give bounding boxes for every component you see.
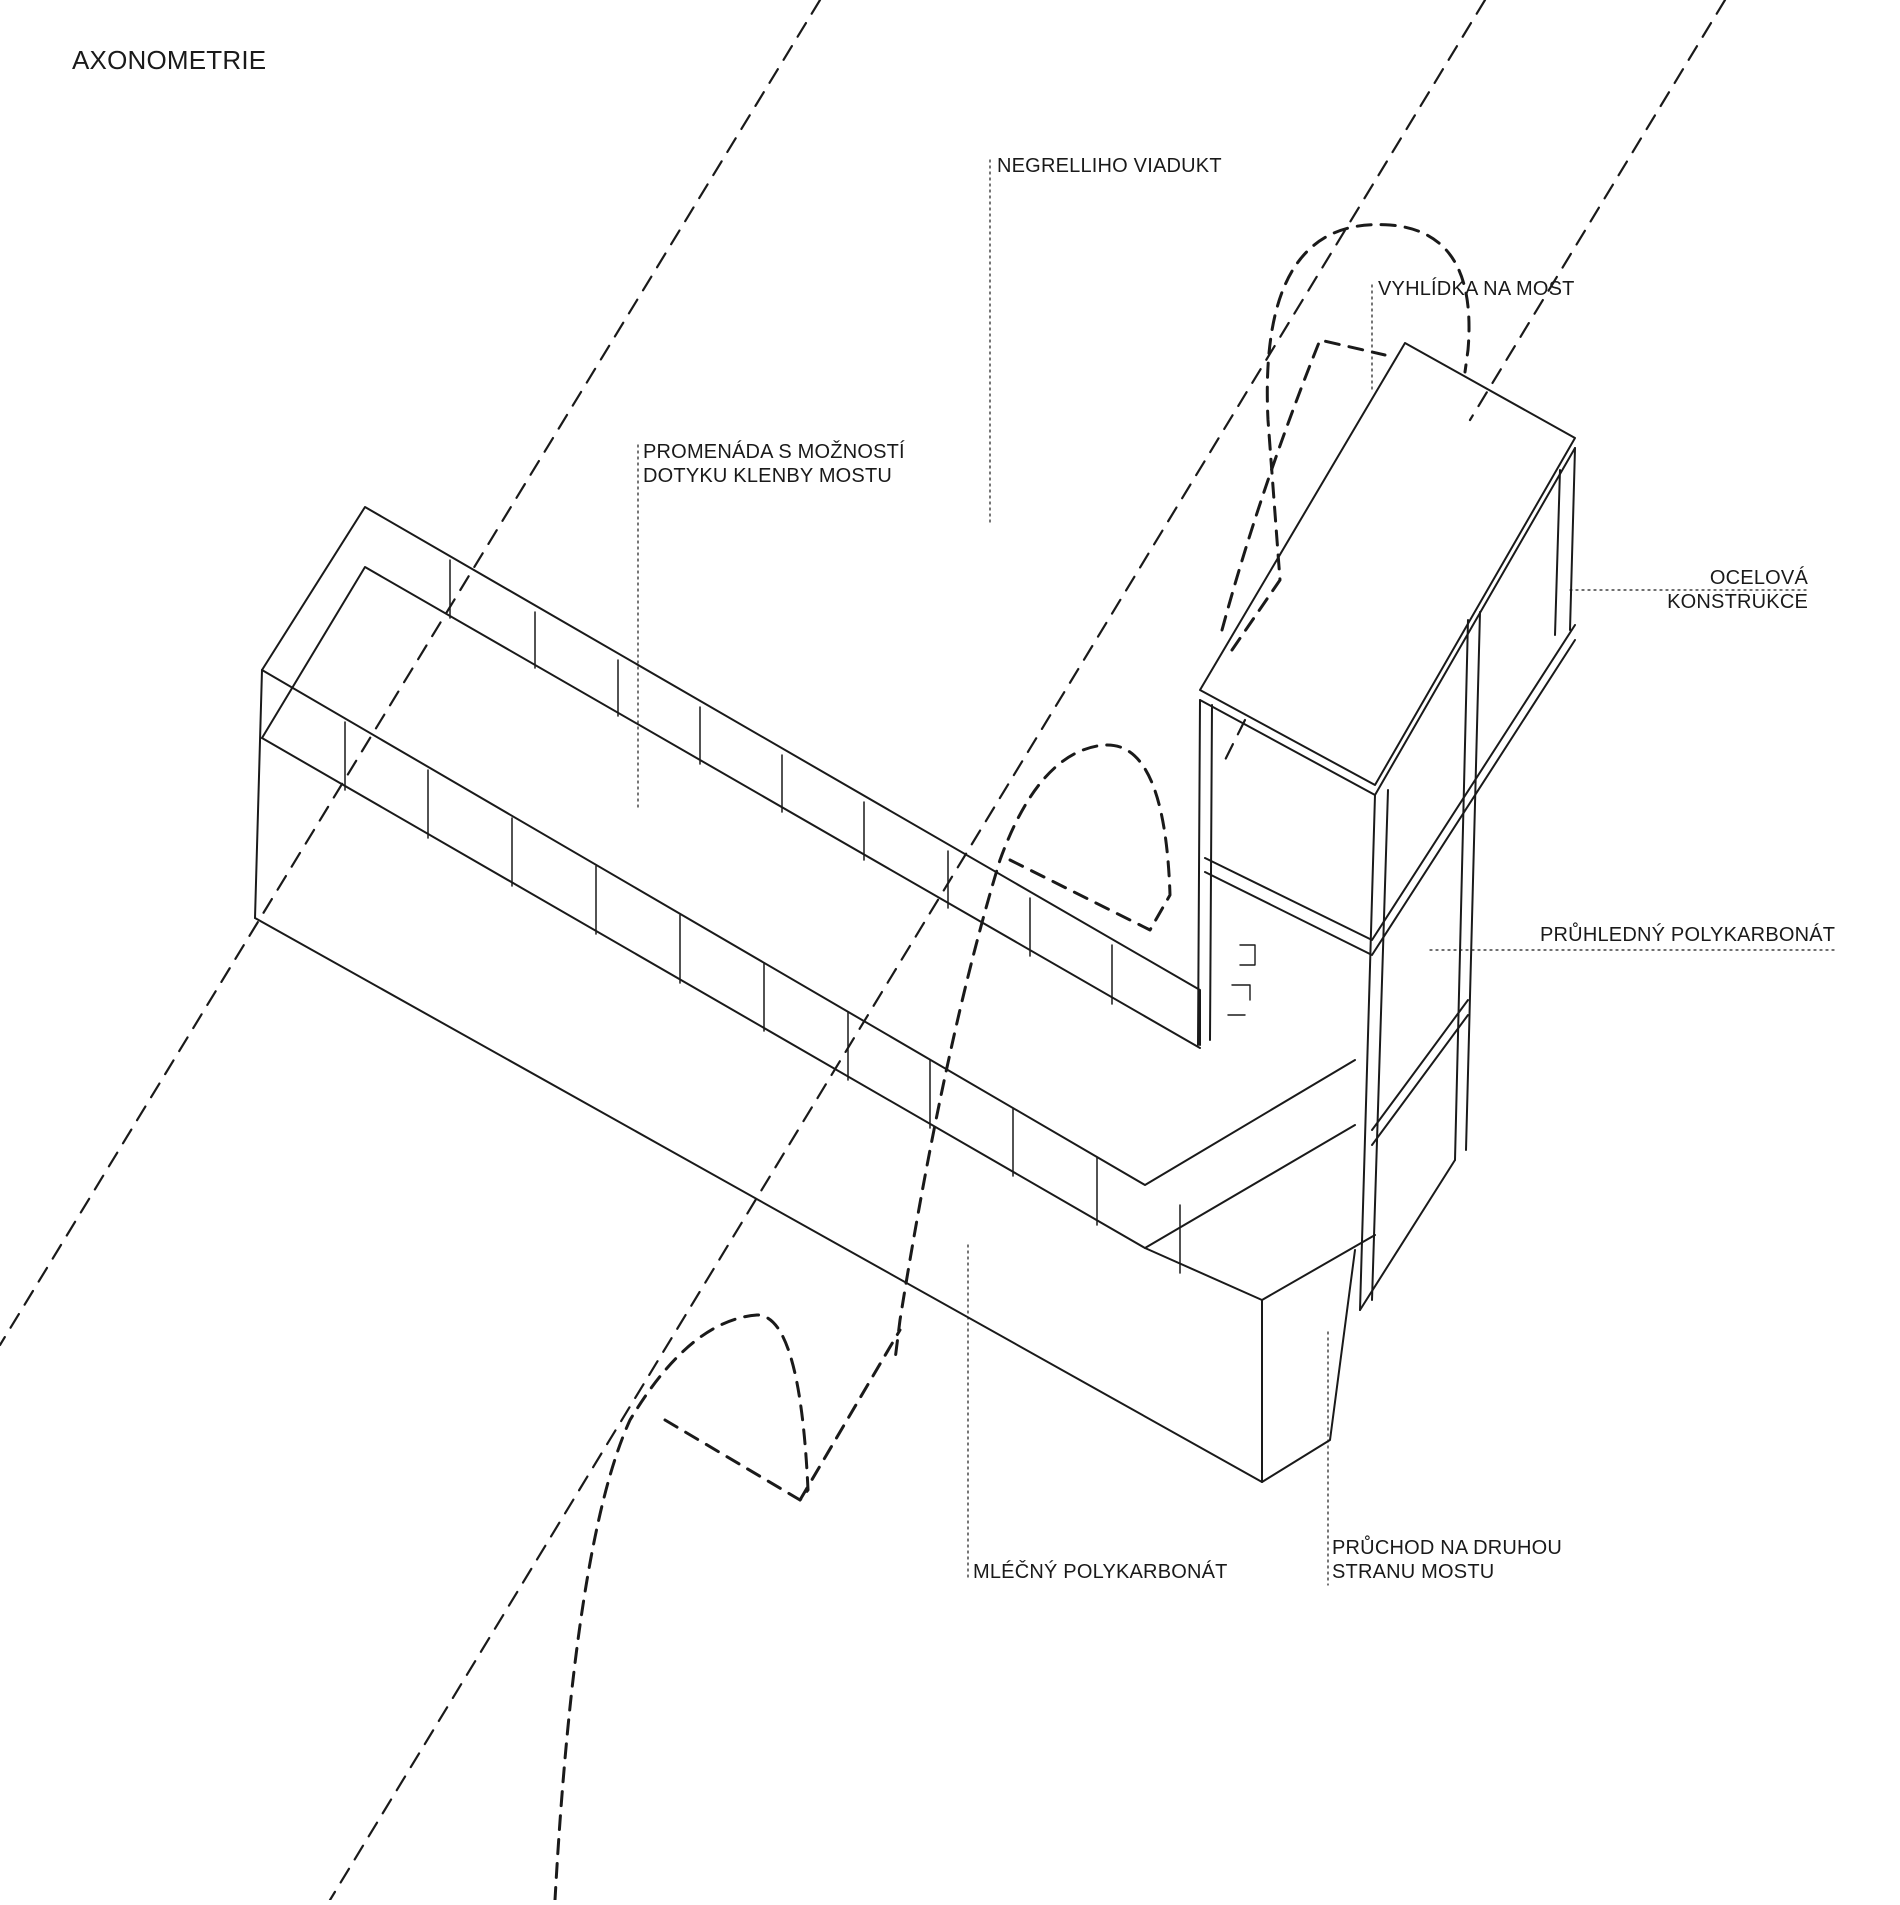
label-steel: OCELOVÁ KONSTRUKCE [1600,566,1808,614]
promenade-front-rail [261,737,1356,1249]
arch-upper-left [1220,338,1387,632]
tower-volume [1197,342,1576,1311]
label-milky-polycarbonate: MLÉČNÝ POLYKARBONÁT [973,1561,1228,1583]
viaduct-outline [0,0,1727,1902]
viaduct-arches [553,223,1471,1902]
label-promenade-line1: PROMENÁDA S MOŽNOSTÍ [643,441,905,463]
promenade-right-face [1261,1249,1356,1483]
viaduct-edge-left [0,0,822,1347]
tower-back-right [1554,447,1576,636]
tower-roof [1199,342,1576,786]
viaduct-edge-mid [328,0,1487,1902]
promenade-front-top [261,669,1356,1186]
arch-upper [1230,223,1471,652]
promenade-top-inner [261,566,1201,1049]
label-passage-line1: PRŮCHOD NA DRUHOU [1332,1537,1563,1559]
arch-lower [553,1313,810,1902]
drawing-title: AXONOMETRIE [72,45,267,75]
arch-middle [893,743,1172,1362]
label-steel-line2: KONSTRUKCE [1667,591,1808,613]
label-passage-line2: STRANU MOSTU [1332,1561,1495,1583]
tower-base [1359,1159,1456,1311]
rail-posts-front [344,721,1181,1274]
tower-front-mid [1359,789,1389,1311]
tower-front-right [1454,611,1481,1161]
label-viaduct: NEGRELLIHO VIADUKT [997,155,1222,177]
tower-floor-band-2 [1371,999,1469,1146]
promenade-bottom [254,917,1376,1483]
leader-lines [637,159,1836,1586]
promenade-volume [254,506,1376,1483]
tower-front-left [1197,699,1213,1046]
label-passage: PRŮCHOD NA DRUHOU STRANU MOSTU [1332,1536,1562,1584]
arch-lower-right [798,1328,902,1502]
label-clear-polycarbonate: PRŮHLEDNÝ POLYKARBONÁT [1540,924,1836,946]
label-steel-line1: OCELOVÁ [1709,567,1808,589]
promenade-top-outer [261,506,1201,1046]
viaduct-edge-right-lower [1223,718,1247,762]
promenade-left-edge [254,669,263,919]
viaduct-edge-right [1468,0,1727,422]
label-promenade: PROMENÁDA S MOŽNOSTÍ DOTYKU KLENBY MOSTU [643,440,905,488]
rail-posts-back [449,559,1113,1005]
promenade-front-face-top [1144,1247,1263,1301]
label-promenade-line2: DOTYKU KLENBY MOSTU [643,465,893,487]
tower-roof-edge [1199,447,1576,796]
label-lookout: VYHLÍDKA NA MOST [1378,278,1575,300]
tower-stairs [1227,944,1256,1016]
tower-floor-band-1 [1204,624,1576,956]
